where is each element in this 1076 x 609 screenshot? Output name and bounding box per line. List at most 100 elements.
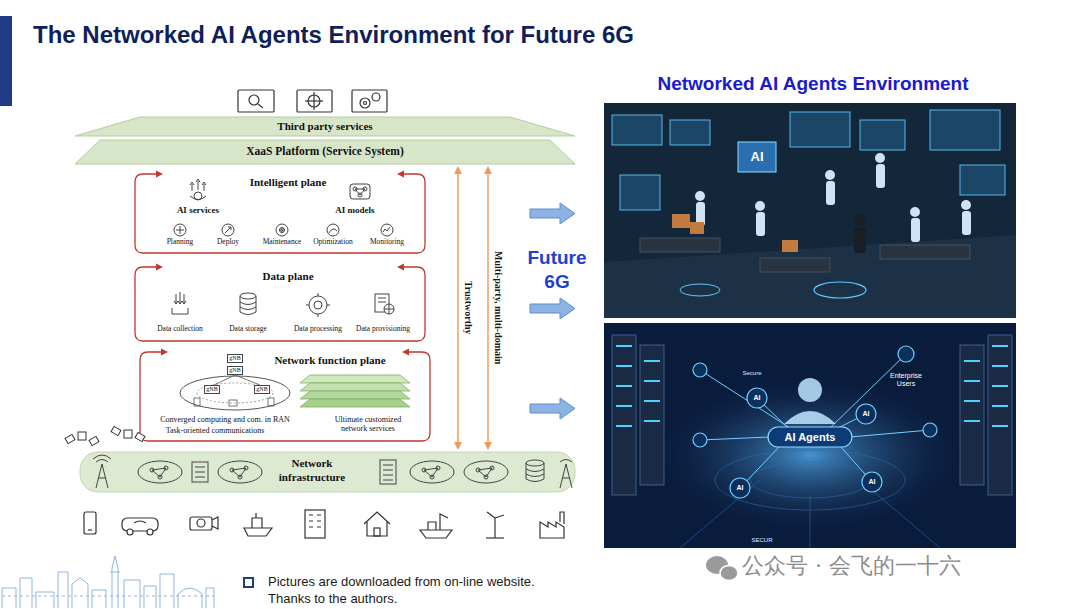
device-icons — [374, 528, 380, 536]
infrastructure-icons — [410, 461, 454, 483]
image-text: Enterprise Users — [884, 372, 928, 388]
ai-agents-illustration — [693, 433, 707, 447]
skyline-decoration — [72, 578, 106, 608]
double-arrow-connector — [454, 166, 462, 450]
node-label-slot: gNB — [252, 385, 272, 394]
control-room-illustration — [910, 207, 920, 217]
node-label-slot: Network infrastructure — [265, 457, 360, 485]
infrastructure-icons — [152, 468, 166, 477]
control-room-illustration — [670, 120, 710, 145]
cycle-arrowhead — [161, 349, 168, 356]
cycle-outline — [135, 267, 425, 341]
ai-agents-illustration — [964, 400, 980, 402]
node-label: gNB — [227, 366, 242, 375]
device-icons — [428, 514, 448, 530]
device-icons — [420, 530, 452, 538]
control-room-illustration — [911, 218, 920, 242]
control-room-illustration — [756, 212, 765, 236]
ai-agents-illustration — [604, 323, 1016, 548]
screen-text: AI — [751, 150, 764, 165]
image-text-slot: Enterprise Users — [884, 372, 928, 388]
image-text-slot: Secure — [734, 370, 770, 377]
ai-agents-illustration — [680, 480, 940, 548]
control-room-illustration — [875, 153, 885, 163]
ai-agents-illustration — [644, 380, 660, 382]
ai-agents-illustration — [730, 478, 750, 498]
slide-title: The Networked AI Agents Environment for … — [33, 21, 634, 49]
control-room-illustration — [826, 181, 835, 205]
control-room-illustration — [695, 153, 971, 242]
third-party-icons — [238, 90, 387, 112]
intelligent-plane-icons — [279, 227, 285, 233]
arrowhead — [484, 442, 492, 450]
ai-agents-illustration — [616, 345, 632, 347]
device-icons — [88, 529, 92, 530]
image-text: SECUR — [751, 537, 772, 544]
edge-label-slot: Trustworthy — [462, 208, 474, 408]
node-label: Maintenance — [263, 238, 302, 247]
control-room-illustration — [672, 214, 690, 228]
node-badge-text: AI — [754, 394, 761, 402]
section-heading: Networked AI Agents Environment — [657, 73, 968, 95]
platform-band: XaaS Platform (Service System) — [75, 140, 575, 164]
infrastructure-icons — [560, 460, 572, 463]
third-party-icons — [372, 93, 380, 101]
data-plane-icons — [174, 301, 186, 304]
screen-text-slot: AI — [741, 150, 773, 165]
ai-agents-illustration — [747, 388, 767, 408]
intelligent-plane-icons — [350, 184, 370, 199]
network-function-graphics — [300, 391, 410, 399]
skyline-decoration — [2, 556, 214, 608]
node-label-slot: gNB — [225, 354, 245, 363]
node-badge-text-slot: AI — [864, 478, 880, 486]
watermark-slot: 公众号 · 会飞的一十六 — [742, 553, 1062, 578]
third-party-icons — [297, 90, 332, 112]
intelligent-plane-icons — [276, 224, 288, 236]
infrastructure-icons — [218, 461, 262, 483]
device-icons — [147, 529, 153, 535]
network-function-graphics — [194, 398, 200, 406]
footnote: Pictures are downloaded from on-line web… — [268, 574, 568, 608]
ai-agents-illustration — [992, 385, 1008, 387]
ai-agents-illustration — [964, 380, 980, 382]
control-room-illustration — [690, 222, 704, 234]
intelligent-plane-icons — [174, 179, 393, 236]
node-label-slot: Optimization — [309, 238, 357, 247]
control-room-illustration — [790, 112, 850, 147]
control-room-illustration — [612, 115, 662, 145]
intelligent-plane-icons — [225, 227, 231, 233]
node-label: Third party services — [277, 120, 372, 133]
node-label-slot: XaaS Platform (Service System) — [115, 145, 535, 158]
infrastructure-icons — [560, 464, 572, 488]
device-icons — [486, 537, 504, 538]
footnote-slot: Pictures are downloaded from on-line web… — [268, 574, 568, 608]
data-plane-icons — [172, 308, 188, 314]
device-icons — [84, 510, 564, 538]
ai-agents-illustration — [992, 425, 1008, 427]
node-label-slot: Data storage — [216, 325, 280, 334]
satellite-icons — [111, 426, 121, 435]
intelligent-plane-icons — [176, 226, 184, 234]
control-room-illustration — [604, 235, 1016, 318]
ai-agents-illustration — [616, 345, 1008, 427]
title-bar — [0, 16, 12, 106]
intelligent-plane-icons — [192, 181, 204, 191]
plane-box: Intelligent planeAI servicesAI modelsPla… — [135, 174, 425, 253]
satellite-icons — [135, 432, 145, 441]
infrastructure-icons — [464, 461, 508, 483]
control-room-illustration — [962, 211, 971, 235]
data-plane-icons — [314, 301, 322, 309]
node-label: gNB — [254, 385, 269, 394]
ai-agents-illustration — [715, 450, 905, 510]
control-room-illustration — [604, 103, 1016, 318]
node-label-slot: Intelligent plane — [218, 176, 358, 189]
satellite-icons — [65, 426, 145, 445]
ai-agents-illustration — [798, 378, 822, 402]
device-icons — [305, 510, 325, 538]
edge-label: Multi-party, multi-domain — [492, 251, 504, 364]
intelligent-plane-icons — [381, 224, 393, 236]
ai-agents-illustration — [700, 354, 930, 488]
device-icons — [197, 519, 205, 527]
node-label-slot: Deploy — [204, 238, 252, 247]
node-label-slot: Data provisioning — [351, 325, 415, 334]
